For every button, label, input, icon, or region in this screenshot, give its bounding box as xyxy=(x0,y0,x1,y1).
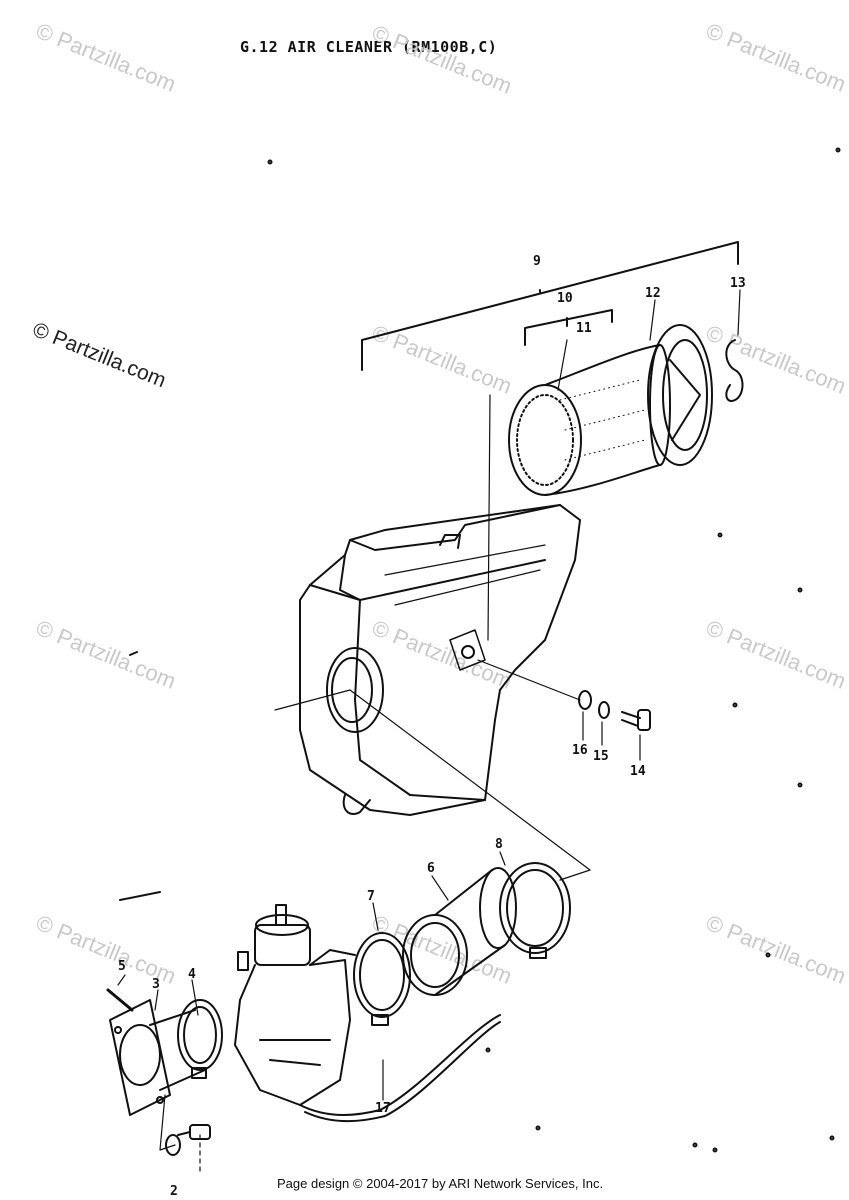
callout-15: 15 xyxy=(593,749,609,764)
page-footer: Page design © 2004-2017 by ARI Network S… xyxy=(277,1176,604,1191)
wing-clip xyxy=(725,339,744,402)
bolt-washer-set xyxy=(477,659,651,731)
air-filter-element xyxy=(508,344,671,496)
callout-6: 6 xyxy=(427,861,435,876)
callout-11: 11 xyxy=(576,321,592,336)
carburetor xyxy=(234,904,501,1123)
outlet-tube xyxy=(402,867,517,996)
callout-16: 16 xyxy=(572,743,588,758)
callout-8: 8 xyxy=(495,837,503,852)
intake-pipe xyxy=(109,999,206,1116)
callout-7: 7 xyxy=(367,889,375,904)
leader-lines xyxy=(117,289,741,1176)
callout-5: 5 xyxy=(118,959,126,974)
callout-brackets xyxy=(361,241,739,371)
hose-clamp-4 xyxy=(177,999,223,1079)
filter-holder-plate xyxy=(647,324,713,466)
callout-14: 14 xyxy=(630,764,646,779)
callout-17: 17 xyxy=(375,1101,391,1116)
mounting-hardware xyxy=(106,988,211,1156)
hose-clamp-8 xyxy=(499,862,571,959)
callout-4: 4 xyxy=(188,967,196,982)
callout-12: 12 xyxy=(645,286,661,301)
callout-2: 2 xyxy=(170,1184,178,1199)
callout-labels: 2 3 4 5 6 7 8 9 10 11 12 13 14 15 16 17 xyxy=(118,254,746,1199)
scan-marks xyxy=(119,147,841,1153)
callout-3: 3 xyxy=(152,977,160,992)
hose-clamp-7 xyxy=(353,932,411,1026)
callout-13: 13 xyxy=(730,276,746,291)
diagram-title: G.12 AIR CLEANER (RM100B,C) xyxy=(240,38,498,56)
callout-9: 9 xyxy=(533,254,541,269)
callout-10: 10 xyxy=(557,291,573,306)
air-cleaner-case xyxy=(299,504,581,816)
